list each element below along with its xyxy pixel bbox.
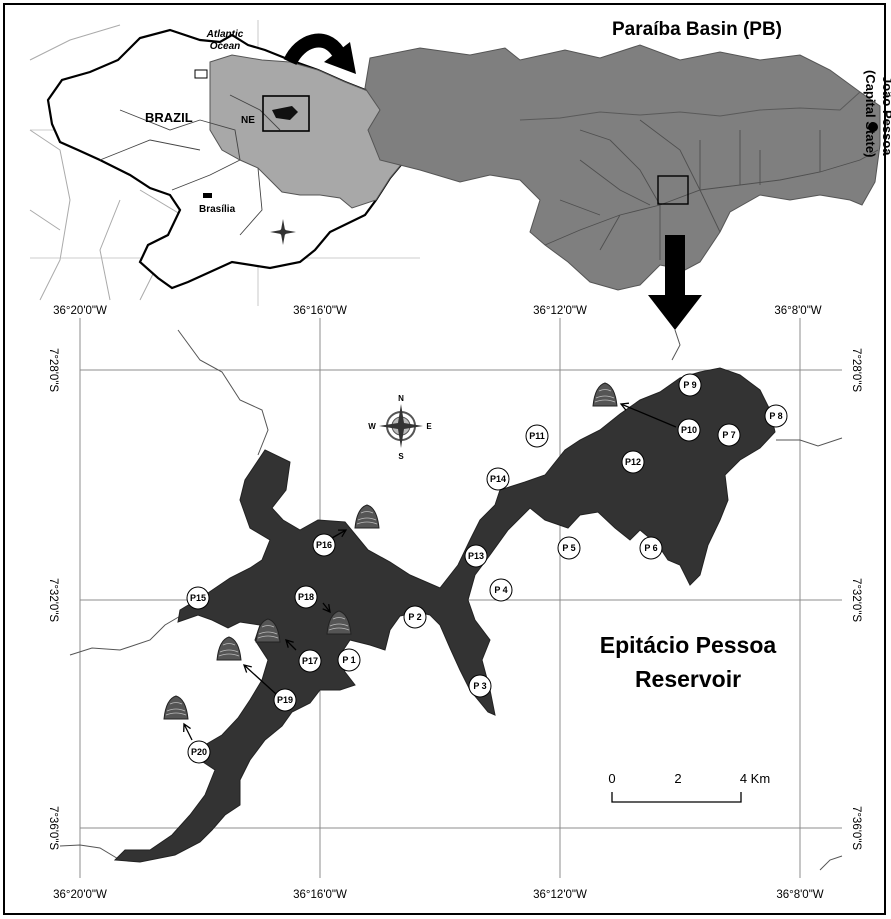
sampling-point-p4: P 4 <box>489 578 513 602</box>
scale-label-4km: 4 Km <box>740 771 770 786</box>
sampling-point-label: P11 <box>529 431 545 441</box>
reservoir-title-line1: Epitácio Pessoa <box>600 632 777 658</box>
sampling-point-p11: P11 <box>525 424 549 448</box>
sampling-point-p20: P20 <box>187 740 211 764</box>
brazil-inset: Atlantic Ocean BRAZIL NE Brasília <box>29 20 420 306</box>
sampling-point-p17: P17 <box>298 649 322 673</box>
reservoir-highlight-box <box>657 175 689 205</box>
lon-tick-top: 36°20'0"W <box>53 305 107 317</box>
sampling-point-p1: P 1 <box>337 648 361 672</box>
sampling-point-p15: P15 <box>186 586 210 610</box>
sampling-point-label: P 3 <box>473 681 486 691</box>
sampling-point-p13: P13 <box>464 544 488 568</box>
sampling-point-label: P20 <box>191 747 207 757</box>
reservoir-shape <box>113 367 776 863</box>
reservoir-title-line2: Reservoir <box>635 666 741 692</box>
lon-tick-bottom: 36°20'0"W <box>53 889 107 901</box>
snail-shell-icon <box>216 636 242 661</box>
lat-tick-left: 7°32'0"S <box>47 578 59 622</box>
lat-tick-left: 7°28'0"S <box>47 348 59 392</box>
sampling-point-label: P17 <box>302 656 318 666</box>
sampling-point-p9: P 9 <box>678 373 702 397</box>
lat-tick-right: 7°28'0"S <box>850 348 862 392</box>
ocean-label-line2: Ocean <box>210 41 241 52</box>
lon-tick-bottom: 36°16'0"W <box>293 889 347 901</box>
down-arrow-icon <box>648 235 702 330</box>
pointer-arrow-icon <box>242 664 277 695</box>
snail-shell-icon <box>163 695 189 720</box>
sampling-point-label: P 7 <box>722 430 735 440</box>
sampling-point-p7: P 7 <box>717 423 741 447</box>
compass-n: N <box>398 394 404 403</box>
compass-s: S <box>398 452 404 461</box>
lat-tick-right: 7°32'0"S <box>850 578 862 622</box>
reservoir-map: N S E W P 1 P 2 P 3 P 4 P 5 P 6 P 7 P 8 P 9 P10P1… <box>47 305 862 901</box>
lon-tick-top: 36°12'0"W <box>533 305 587 317</box>
compass-rose-icon: N S E W <box>368 394 432 461</box>
sampling-point-p8: P 8 <box>764 404 788 428</box>
basin-title: Paraíba Basin (PB) <box>612 19 782 40</box>
pointer-arrow-icon <box>183 722 193 741</box>
sampling-point-p18: P18 <box>294 585 318 609</box>
lat-tick-left: 7°36'0"S <box>47 806 59 850</box>
pointer-arrow-icon <box>285 639 297 651</box>
sampling-point-label: P15 <box>190 593 206 603</box>
snail-shell-icon <box>326 610 352 635</box>
sampling-point-label: P10 <box>681 425 697 435</box>
pointer-arrow-icon <box>619 402 677 428</box>
joao-pessoa-marker <box>868 122 878 132</box>
sampling-point-p2: P 2 <box>403 605 427 629</box>
brazil-label: BRAZIL <box>145 110 193 125</box>
sampling-point-label: P16 <box>316 540 332 550</box>
sampling-point-label: P13 <box>468 551 484 561</box>
sampling-point-label: P 8 <box>769 411 782 421</box>
scale-bar: 0 2 4 Km <box>608 771 770 803</box>
snail-shell-icon <box>354 504 380 529</box>
sampling-point-label: P12 <box>625 457 641 467</box>
pb-highlight-box <box>262 95 310 132</box>
sampling-point-p3: P 3 <box>468 674 492 698</box>
lat-tick-right: 7°36'0"S <box>850 806 862 850</box>
compass-e: E <box>426 422 432 431</box>
sampling-point-label: P14 <box>490 474 506 484</box>
snail-shell-icon <box>255 618 281 643</box>
sampling-point-p19: P19 <box>273 688 297 712</box>
joao-pessoa-label: João Pessoa <box>880 76 891 156</box>
snail-shell-icon <box>592 382 618 407</box>
sampling-point-label: P 4 <box>494 585 507 595</box>
paraiba-basin-map: João Pessoa (Capital State) Paraíba Basi… <box>364 19 891 291</box>
lon-tick-bottom: 36°12'0"W <box>533 889 587 901</box>
sampling-point-p5: P 5 <box>557 536 581 560</box>
sampling-point-p10: P10 <box>677 418 701 442</box>
lon-tick-top: 36°16'0"W <box>293 305 347 317</box>
scale-label-2: 2 <box>674 771 681 786</box>
brasilia-marker <box>203 193 212 198</box>
sampling-point-p16: P16 <box>312 533 336 557</box>
sampling-point-p6: P 6 <box>639 536 663 560</box>
ocean-label-line1: Atlantic <box>206 29 244 40</box>
sampling-point-label: P 1 <box>342 655 355 665</box>
scale-label-0: 0 <box>608 771 615 786</box>
capital-state-label: (Capital State) <box>863 70 878 157</box>
sampling-point-label: P 5 <box>562 543 575 553</box>
pointer-arrow-icon <box>331 529 348 539</box>
lon-tick-bottom: 36°8'0"W <box>776 889 823 901</box>
brasilia-label: Brasília <box>199 204 236 215</box>
inset-compass-icon <box>270 219 296 245</box>
compass-w: W <box>368 422 376 431</box>
sampling-point-label: P 2 <box>408 612 421 622</box>
sampling-point-p14: P14 <box>486 467 510 491</box>
ne-label: NE <box>241 115 255 126</box>
lon-tick-top: 36°8'0"W <box>774 305 821 317</box>
pointer-arrow-icon <box>322 602 331 614</box>
sampling-point-p12: P12 <box>621 450 645 474</box>
sampling-point-label: P 6 <box>644 543 657 553</box>
sampling-point-label: P18 <box>298 592 314 602</box>
curved-arrow-icon <box>283 33 356 74</box>
northeast-region <box>209 54 413 209</box>
sampling-point-label: P 9 <box>683 380 696 390</box>
sampling-point-label: P19 <box>277 695 293 705</box>
